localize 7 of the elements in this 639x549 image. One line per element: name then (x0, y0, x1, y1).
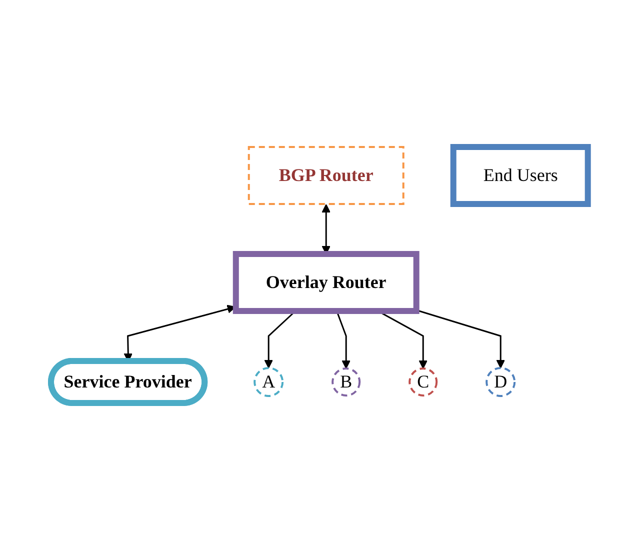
node-box: BGP Router (248, 146, 404, 204)
node-box: Overlay Router (232, 250, 420, 314)
node-box: End Users (450, 144, 591, 206)
node-circle: C (408, 366, 438, 396)
node-circle: D (486, 366, 516, 396)
node-circle: A (254, 366, 284, 396)
node-circle: B (332, 366, 361, 396)
